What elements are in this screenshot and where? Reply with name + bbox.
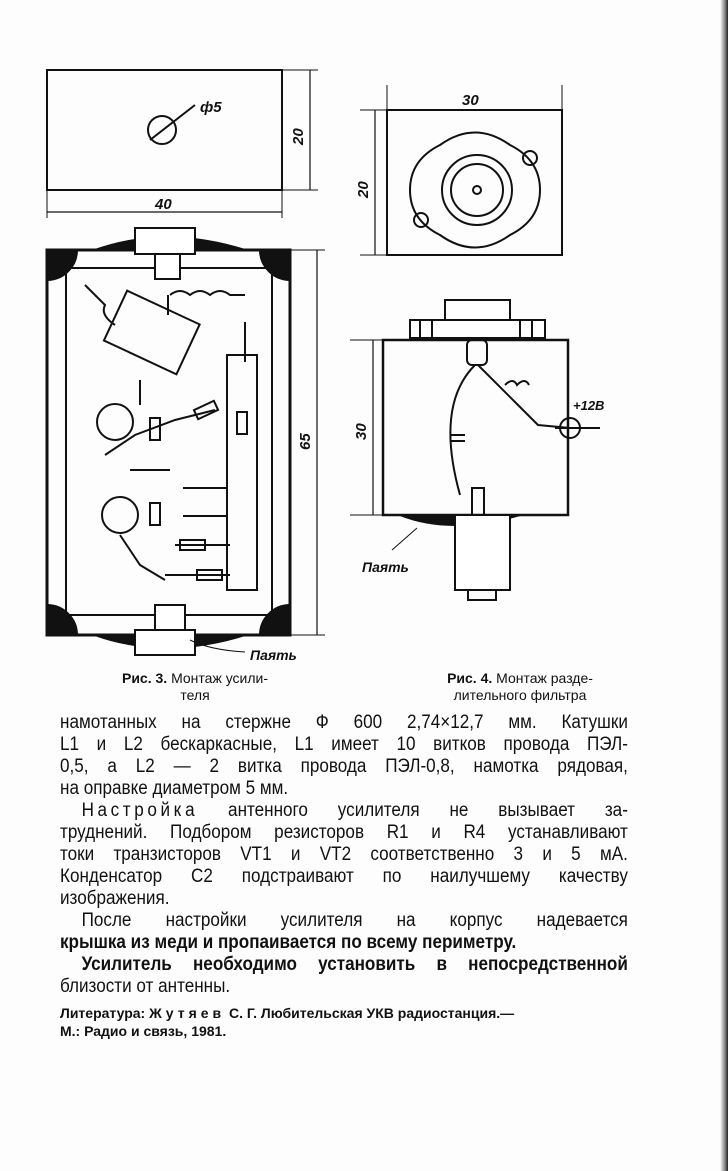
- fig3-caption: Рис. 3. Монтаж усили- теля: [85, 670, 305, 704]
- text-line: изображения.: [60, 888, 170, 909]
- page-edge-shadow: [720, 0, 728, 1171]
- fig3-height-label: 65: [297, 433, 314, 450]
- text-line: Конденсатор C2 подстраивают по наилучшем…: [60, 866, 628, 887]
- text-fragment: антенного усилителя не вызывает за-: [198, 800, 628, 821]
- fig4-top-height: 20: [355, 181, 372, 199]
- text-line: После настройки усилителя на корпус наде…: [81, 910, 628, 931]
- text-line: 0,5, а L2 — 2 витка провода ПЭЛ-0,8, нам…: [60, 756, 628, 777]
- text-line: L1 и L2 бескаркасные, L1 имеет 10 витков…: [60, 734, 628, 755]
- fig3-caption-prefix: Рис. 3.: [121, 670, 168, 686]
- text-line: намотанных на стержне Ф 600 2,74×12,7 мм…: [60, 712, 628, 733]
- text-line: Настройка антенного усилителя не вызывае…: [60, 800, 628, 822]
- fig4-body: +12В 30 Паять: [350, 299, 604, 601]
- fig4-voltage-label: +12В: [573, 398, 604, 413]
- emphasis-lead: Настройка: [81, 800, 199, 821]
- fig4-caption-line1: Монтаж разде-: [496, 670, 593, 686]
- fig3-hole-label: ф5: [200, 99, 222, 116]
- text-line: на оправке диаметром 5 мм.: [60, 778, 289, 799]
- text-line: крышка из меди и пропаивается по всему п…: [60, 932, 517, 953]
- fig4-top-width: 30: [462, 92, 479, 109]
- fig3-caption-line2: теля: [180, 687, 210, 703]
- text-line: Усилитель необходимо установить в непоср…: [81, 954, 628, 975]
- fig3-board: 65 Паять: [45, 227, 325, 663]
- fig3-plate: ф5 20 40: [46, 69, 318, 218]
- fig4-caption-line2: лительного фильтра: [453, 687, 587, 703]
- reference-publisher: М.: Радио и связь, 1981.: [60, 1023, 227, 1039]
- body-text: намотанных на стержне Ф 600 2,74×12,7 мм…: [60, 712, 628, 998]
- reference-title: С. Г. Любительская УКВ радиостанция.—: [225, 1005, 515, 1021]
- fig4-height-label: 30: [353, 423, 370, 440]
- fig4-top: 30 20: [355, 85, 563, 256]
- fig3-caption-line1: Монтаж усили-: [171, 670, 269, 686]
- reference-label: Литература:: [60, 1005, 146, 1021]
- reference-author: Жутяев: [149, 1005, 226, 1021]
- text-line: близости от антенны.: [60, 976, 231, 997]
- text-line: труднений. Подбором резисторов R1 и R4 у…: [60, 822, 628, 843]
- figures: ф5 20 40 65: [45, 69, 604, 663]
- fig4-caption: Рис. 4. Монтаж разде- лительного фильтра: [410, 670, 630, 704]
- fig4-solder-label: Паять: [362, 559, 409, 575]
- text-line: токи транзисторов VT1 и VT2 соответствен…: [60, 844, 628, 865]
- fig3-solder-label: Паять: [250, 647, 297, 663]
- fig4-caption-prefix: Рис. 4.: [447, 670, 493, 686]
- reference: Литература: Жутяев С. Г. Любительская УК…: [60, 1004, 680, 1040]
- fig3-plate-width: 40: [154, 196, 172, 213]
- fig3-plate-height: 20: [290, 128, 307, 146]
